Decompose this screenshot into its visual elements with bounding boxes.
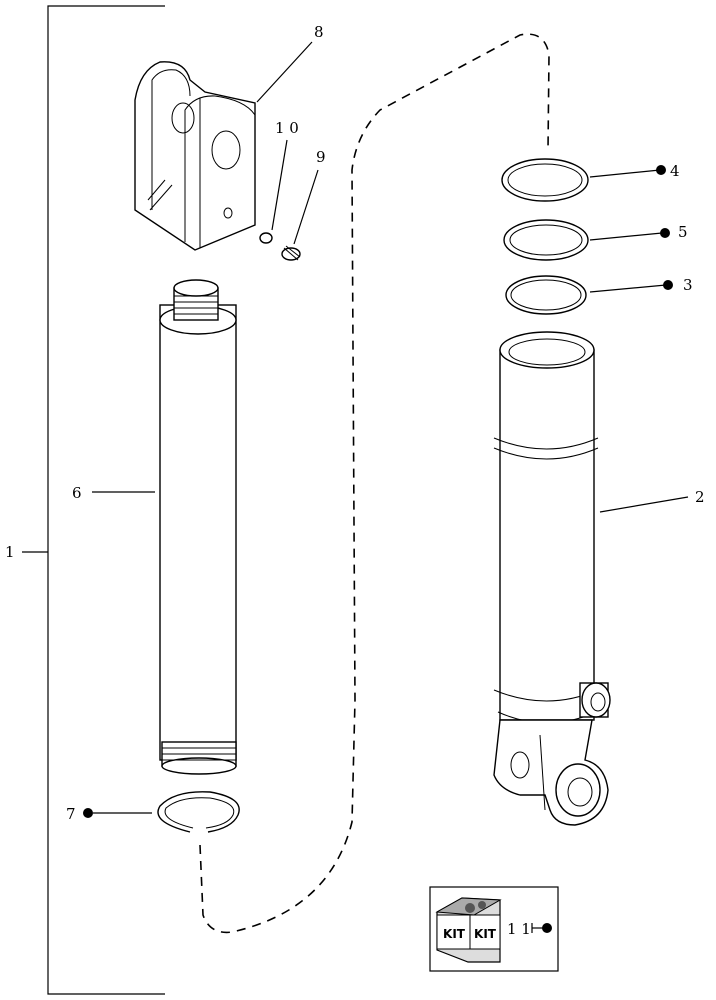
seal-ring-part-5 — [503, 219, 589, 261]
kit-label-right: KIT — [474, 927, 497, 941]
grease-fitting-part-9 — [281, 245, 301, 261]
callout-2: 2 — [695, 488, 705, 506]
plug-part-10 — [259, 232, 273, 244]
marker-dots — [83, 165, 673, 933]
callout-1: 1 — [5, 543, 15, 561]
seal-ring-part-4 — [501, 158, 589, 202]
cylinder-barrel-part-2 — [493, 331, 611, 826]
callout-9: 9 — [316, 148, 326, 166]
seal-ring-part-3 — [505, 275, 587, 315]
filled-dot-icon — [83, 808, 93, 818]
callout-8: 8 — [314, 23, 324, 41]
callout-7: 7 — [66, 805, 76, 823]
kit-box-icon: KIT KIT — [429, 886, 559, 972]
callout-6: 6 — [72, 484, 82, 502]
callout-3: 3 — [683, 276, 693, 294]
kit-label-left: KIT — [443, 927, 466, 941]
callout-4: 4 — [670, 162, 680, 180]
filled-dot-icon — [656, 165, 666, 175]
piston-rod-part-6 — [159, 279, 237, 775]
callout-5: 5 — [678, 223, 688, 241]
assembly-bracket — [22, 5, 165, 995]
filled-dot-icon — [663, 280, 673, 290]
clevis-part-8 — [134, 61, 256, 251]
filled-dot-icon — [542, 923, 552, 933]
snap-ring-part-7 — [157, 791, 240, 833]
callout-11: 1 1 — [507, 920, 531, 938]
callout-10: 1 0 — [275, 119, 299, 137]
leader-lines — [92, 41, 689, 814]
filled-dot-icon — [660, 228, 670, 238]
kit-dashed-outline — [199, 33, 550, 934]
